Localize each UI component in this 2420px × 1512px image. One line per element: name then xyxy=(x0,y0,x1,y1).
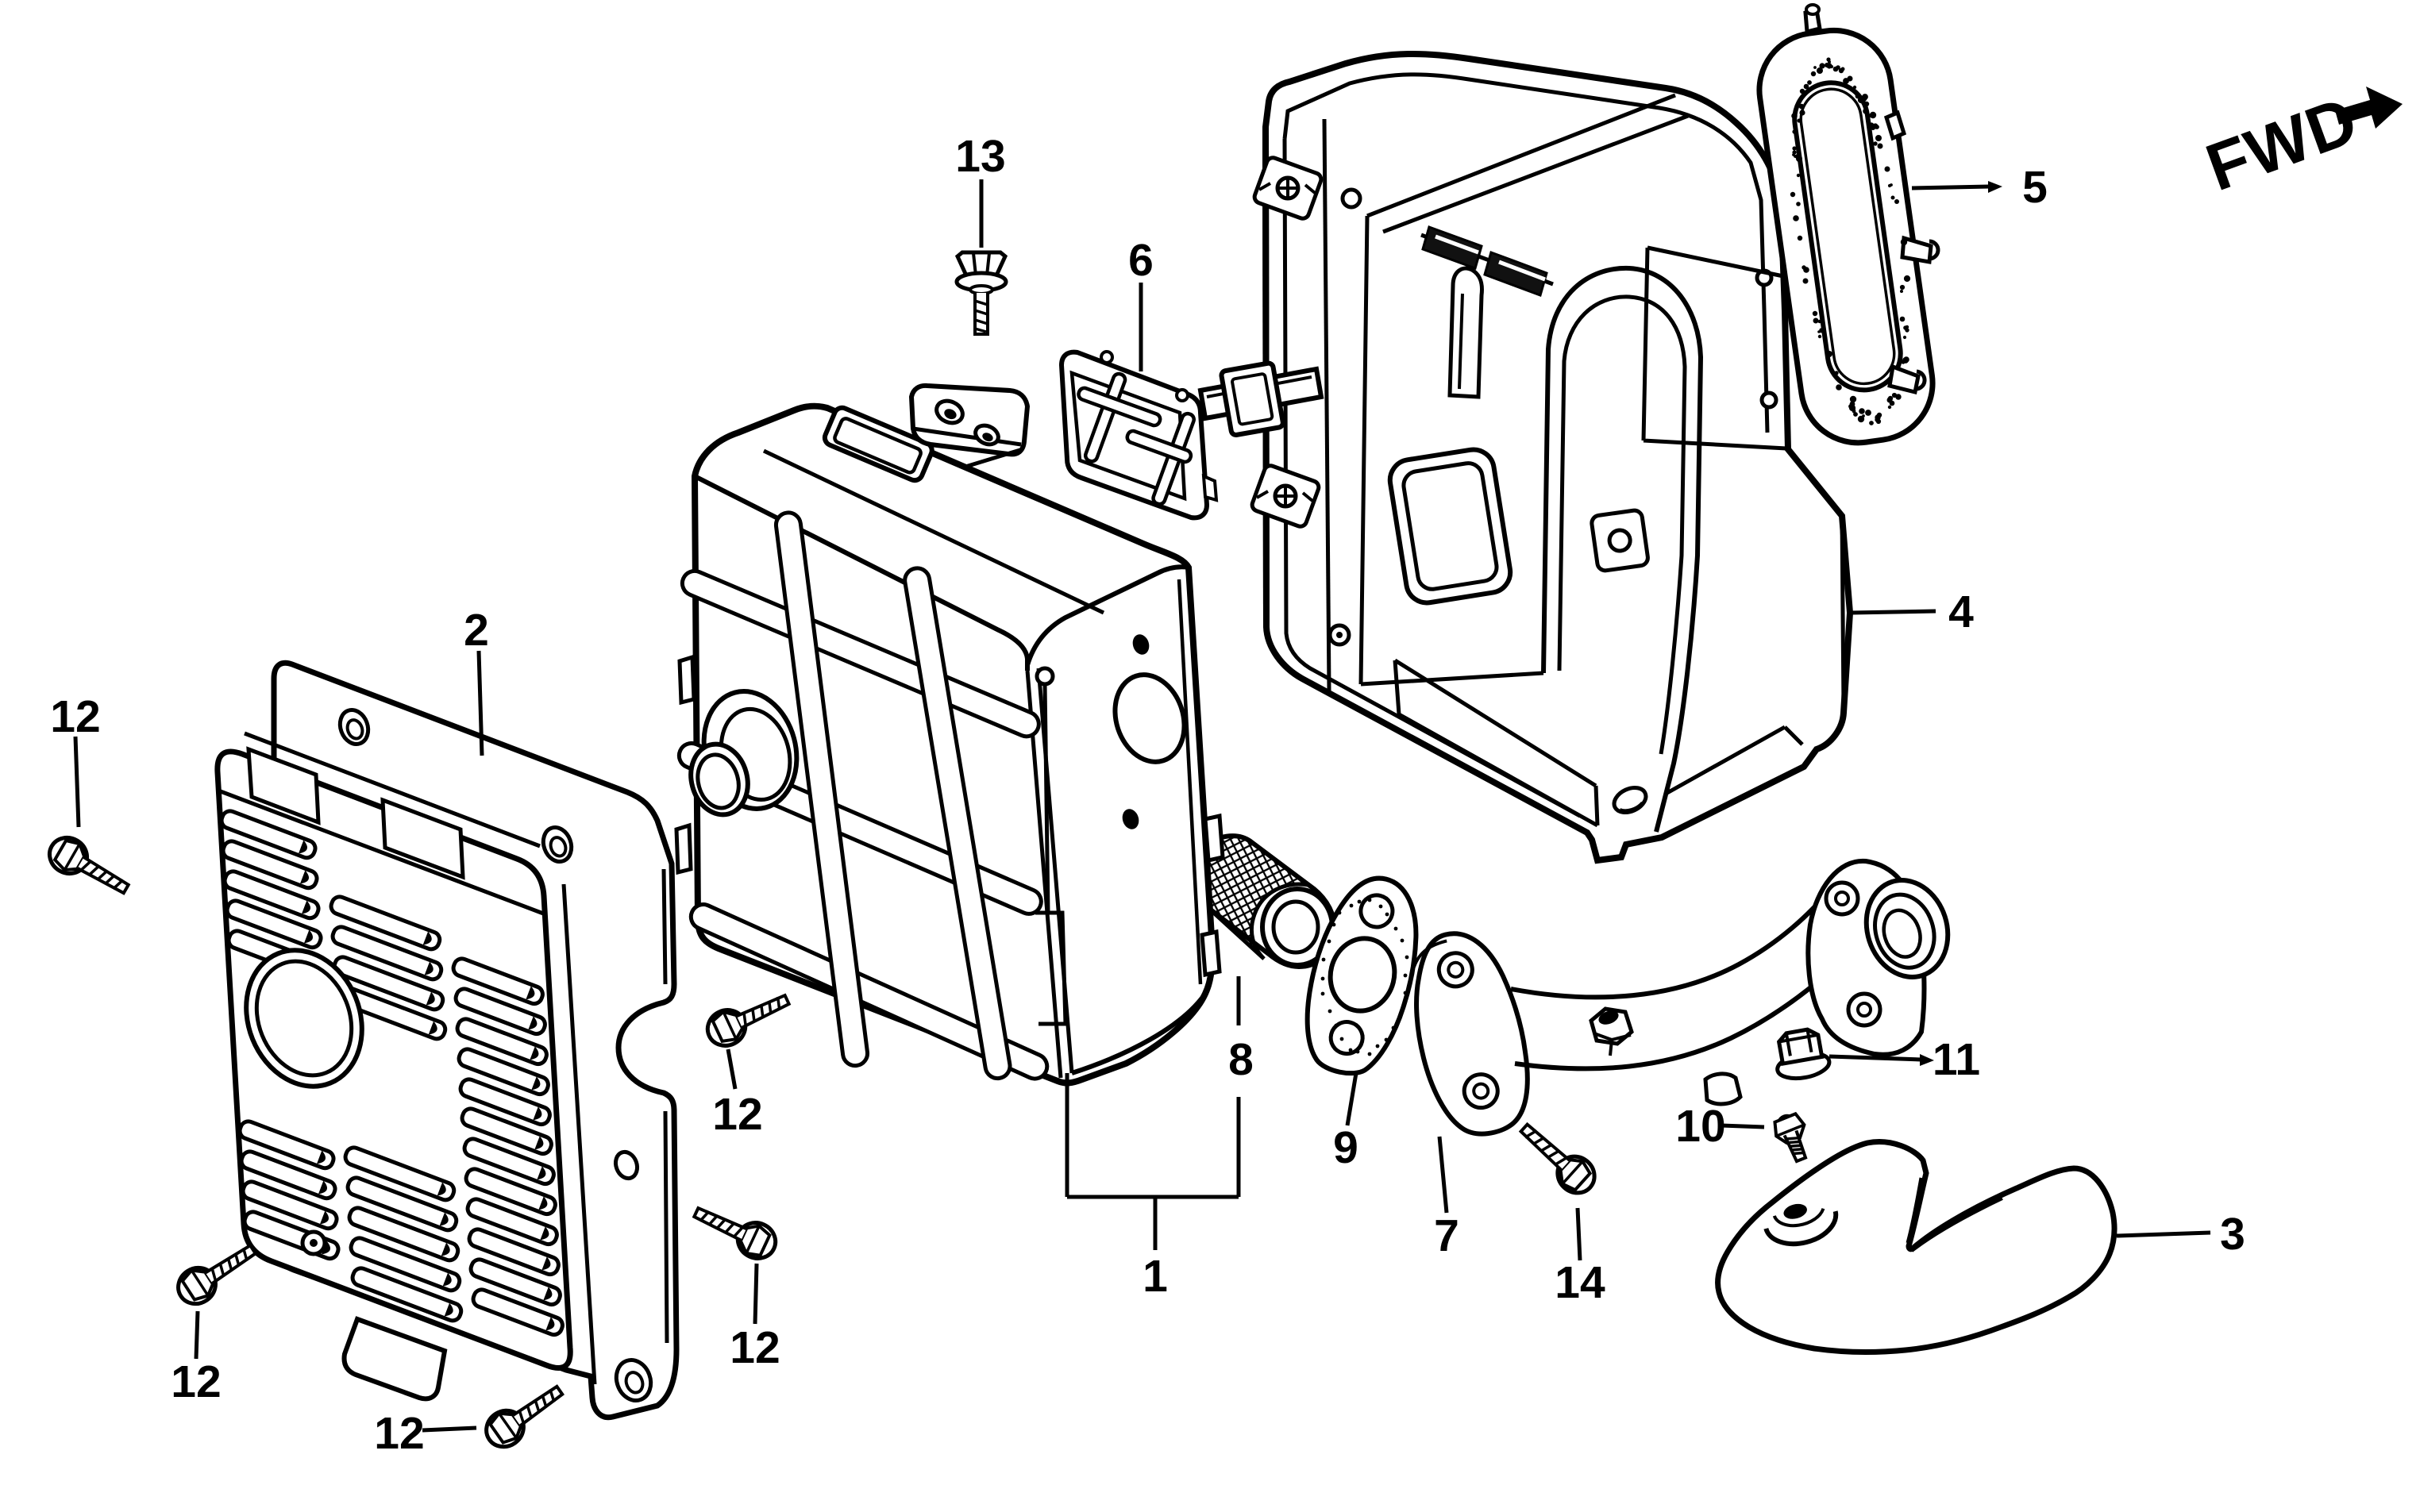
svg-text:12: 12 xyxy=(374,1408,424,1459)
svg-text:14: 14 xyxy=(1555,1257,1605,1308)
svg-text:12: 12 xyxy=(730,1322,780,1373)
svg-text:11: 11 xyxy=(1933,1034,1980,1085)
svg-text:7: 7 xyxy=(1434,1210,1459,1261)
svg-text:3: 3 xyxy=(2220,1209,2245,1260)
svg-text:6: 6 xyxy=(1128,235,1154,286)
svg-text:13: 13 xyxy=(955,131,1005,182)
svg-text:9: 9 xyxy=(1333,1122,1358,1173)
svg-text:12: 12 xyxy=(712,1089,762,1140)
svg-text:10: 10 xyxy=(1675,1101,1725,1152)
svg-text:2: 2 xyxy=(464,605,489,656)
svg-text:8: 8 xyxy=(1228,1034,1254,1085)
svg-text:4: 4 xyxy=(1948,587,1974,637)
svg-text:1: 1 xyxy=(1143,1251,1168,1302)
svg-text:5: 5 xyxy=(2022,162,2048,213)
svg-text:12: 12 xyxy=(50,691,100,742)
svg-text:12: 12 xyxy=(171,1356,221,1407)
